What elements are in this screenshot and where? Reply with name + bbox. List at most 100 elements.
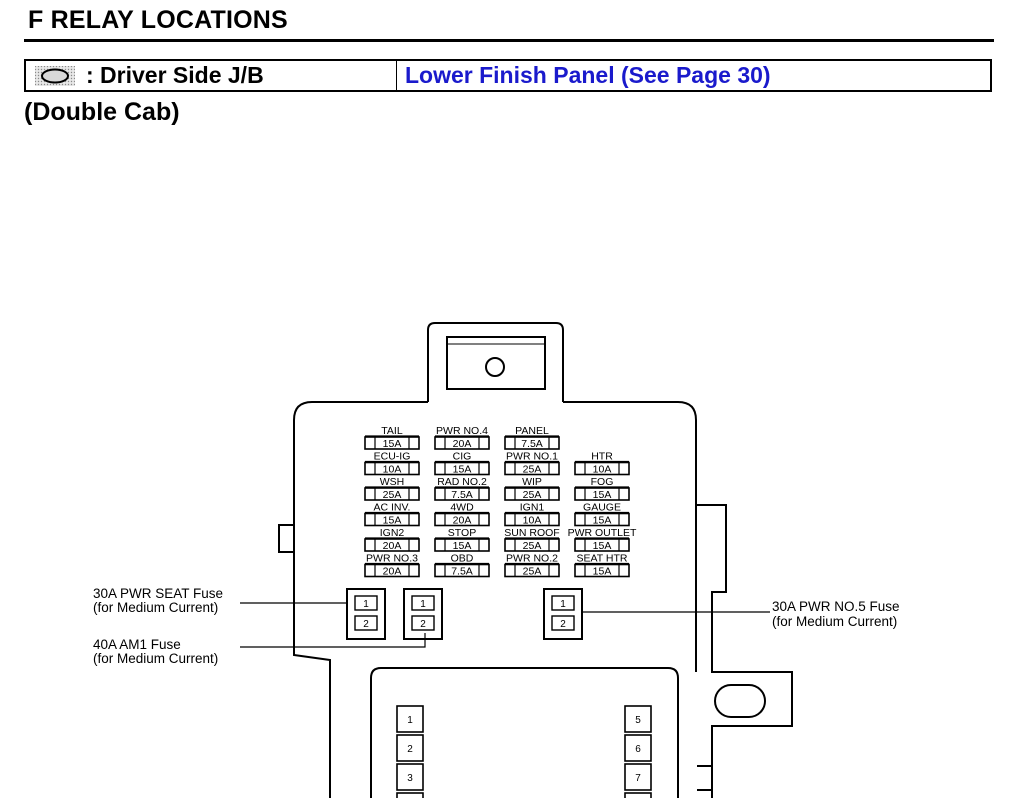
medium-fuse-pin <box>411 595 435 611</box>
medium-fuse-pin <box>411 615 435 631</box>
fuse-name: SEAT HTR <box>577 553 628 565</box>
fuse-amp: 7.5A <box>451 489 473 501</box>
title-rule <box>24 39 994 42</box>
medium-fuse-pwr-no5: 12 <box>543 588 583 640</box>
medium-fuse-pin-label: 2 <box>560 619 566 630</box>
fuse-name: PWR NO.3 <box>366 553 418 565</box>
callout-pwr-seat-line2: (for Medium Current) <box>93 600 218 615</box>
fuse-box <box>574 487 630 501</box>
fuse-name: OBD <box>451 553 474 565</box>
fuse-box <box>574 461 630 476</box>
fuse-name: SUN ROOF <box>504 527 559 539</box>
fuse-box <box>364 512 420 527</box>
fuse-box <box>364 563 420 578</box>
fuse-amp: 15A <box>383 438 402 450</box>
callout-pwr-no5: 30A PWR NO.5 Fuse (for Medium Current) <box>772 599 900 629</box>
relay-slot-number: 2 <box>407 744 413 755</box>
relay-slot-box <box>396 792 424 798</box>
fuse-box <box>434 512 490 527</box>
fuse-name: RAD NO.2 <box>437 476 487 488</box>
main-body <box>293 401 428 798</box>
relay-slot-number: 6 <box>635 744 641 755</box>
fuse-box <box>504 461 560 476</box>
fuse-box <box>434 538 490 552</box>
medium-fuse-pin-label: 2 <box>363 619 369 630</box>
fuse-item: AC INV.15A <box>364 502 420 527</box>
relay-slot-number: 7 <box>635 773 641 784</box>
relay-slot-box <box>624 763 652 791</box>
fuse-name: WSH <box>380 476 405 488</box>
fuse-amp: 20A <box>383 566 402 578</box>
fuse-name: IGN1 <box>520 502 545 514</box>
fuse-box <box>504 512 560 527</box>
fuse-name: STOP <box>448 527 476 539</box>
location-link-text[interactable]: Lower Finish Panel (See Page 30) <box>405 62 771 88</box>
fuse-box <box>364 461 420 476</box>
location-table: : Driver Side J/B Lower Finish Panel (Se… <box>24 59 992 92</box>
fuse-amp: 25A <box>523 464 542 476</box>
medium-fuse-pin-label: 1 <box>363 599 369 610</box>
fuse-amp: 25A <box>523 540 542 552</box>
relay-panel <box>370 667 679 798</box>
location-link[interactable]: Lower Finish Panel (See Page 30) <box>397 61 990 90</box>
right-oval-hole <box>714 684 766 718</box>
relay-slot: 2 <box>396 734 424 762</box>
fuse-name: ECU-IG <box>374 451 411 463</box>
fuse-name: PWR NO.2 <box>506 553 558 565</box>
fuse-amp: 20A <box>453 515 472 527</box>
medium-fuse-pin <box>551 595 575 611</box>
callout-am1-line2: (for Medium Current) <box>93 651 218 666</box>
fuse-name: CIG <box>453 451 472 463</box>
fuse-name: GAUGE <box>583 502 621 514</box>
callout-pwr-no5-line2: (for Medium Current) <box>772 614 897 629</box>
callout-am1-line1: 40A AM1 Fuse <box>93 637 181 652</box>
fuse-name: PWR NO.1 <box>506 451 558 463</box>
relay-slot-box <box>624 705 652 733</box>
fuse-name: PWR NO.4 <box>436 425 488 437</box>
relay-slot-box <box>396 763 424 791</box>
fuse-box <box>504 538 560 552</box>
fuse-amp: 15A <box>593 540 612 552</box>
oval-dotted-icon <box>35 65 75 86</box>
fuse-box <box>434 436 490 450</box>
fuse-amp: 10A <box>383 464 402 476</box>
fuse-box <box>434 487 490 501</box>
fuse-name: AC INV. <box>374 502 411 514</box>
relay-slot: 6 <box>624 734 652 762</box>
fuse-name: TAIL <box>381 425 403 437</box>
right-tab <box>697 766 713 791</box>
medium-fuse-pin-label: 1 <box>420 599 426 610</box>
relay-slot-number: 5 <box>635 715 641 726</box>
fuse-amp: 15A <box>453 540 472 552</box>
relay-slot-box <box>396 734 424 762</box>
relay-slot-number: 3 <box>407 773 413 784</box>
fuse-amp: 20A <box>453 438 472 450</box>
fuse-amp: 15A <box>593 489 612 501</box>
fuse-amp: 15A <box>453 464 472 476</box>
fuse-amp: 10A <box>593 464 612 476</box>
fuse-amp: 15A <box>593 515 612 527</box>
fuse-box <box>574 538 630 552</box>
relay-slot: 3 <box>396 763 424 791</box>
fuse-box <box>574 563 630 578</box>
medium-fuse-am1: 12 <box>403 588 443 640</box>
fuse-box <box>364 487 420 501</box>
